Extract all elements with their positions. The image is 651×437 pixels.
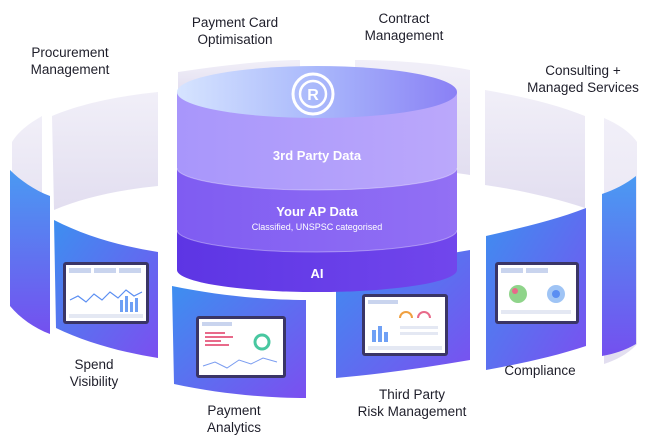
front-panel-far-right	[602, 176, 636, 356]
cylinder-layer-third-party	[177, 92, 457, 190]
layer-label-third-party: 3rd Party Data	[273, 148, 362, 163]
label-payment-analytics: Payment Analytics	[206, 403, 262, 435]
logo-letter: R	[307, 87, 319, 104]
dashboard-third-party	[362, 294, 448, 356]
front-panel-far-left	[10, 170, 50, 334]
layer-label-ai: AI	[311, 266, 324, 281]
label-third-party-risk-management: Third Party Risk Management	[357, 387, 467, 419]
cylinder-top-cap	[177, 66, 457, 118]
dashboard-spend	[63, 262, 149, 324]
dashboard-compliance	[495, 262, 579, 324]
back-panel-right	[485, 90, 585, 208]
data-cylinder: R 3rd Party Data Your AP Data Classified…	[176, 66, 458, 292]
cylinder-layer-ap-data	[177, 168, 457, 252]
back-panel-left	[52, 92, 158, 210]
label-payment-card-optimisation: Payment Card Optimisation	[191, 15, 279, 47]
dashboard-payment-analytics	[196, 316, 286, 378]
brand-logo: R	[291, 72, 335, 116]
label-contract-management: Contract Management	[364, 11, 444, 43]
label-compliance: Compliance	[504, 363, 576, 378]
label-consulting-managed-services: Consulting + Managed Services	[527, 63, 639, 95]
label-spend-visibility: Spend Visibility	[69, 357, 119, 389]
label-procurement-management: Procurement Management	[30, 45, 110, 77]
layer-sublabel-ap-data: Classified, UNSPSC categorised	[252, 222, 383, 232]
layer-label-ap-data: Your AP Data	[276, 204, 358, 219]
